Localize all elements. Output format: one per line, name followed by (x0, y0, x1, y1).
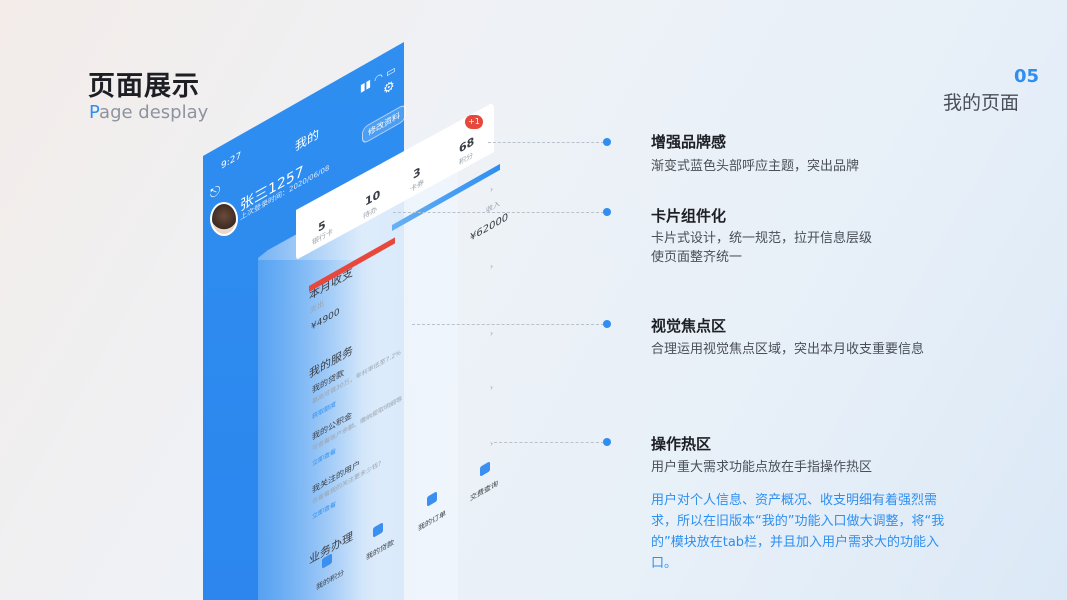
points-badge: +1 (465, 115, 483, 129)
chevron-right-icon[interactable]: › (490, 328, 494, 339)
page-name: 我的页面 (942, 92, 1019, 114)
subtitle-rest: age desplay (99, 102, 209, 123)
page-number: 05 (1013, 66, 1039, 87)
feature-note: 用户对个人信息、资产概况、收支明细有着强烈需求，所以在旧版本“我的”功能入口做大… (651, 493, 945, 571)
feature-desc: 用户重大需求功能点放在手指操作热区 (651, 460, 873, 475)
chevron-right-icon[interactable]: › (490, 261, 494, 272)
leader-line (494, 442, 604, 443)
feature-desc: 合理运用视觉焦点区域，突出本月收支重要信息 (651, 342, 925, 357)
income-value: ¥62000 (470, 211, 509, 244)
income-label: 收入 (486, 199, 500, 215)
chevron-right-icon[interactable]: › (490, 382, 494, 393)
callout-dot (603, 320, 611, 328)
leader-line (488, 142, 604, 143)
feature-title: 增强品牌感 (651, 133, 727, 151)
page-subtitle: Page desplay (89, 102, 208, 123)
feature-title: 操作热区 (651, 435, 712, 453)
leader-line (393, 212, 604, 213)
feature-title: 卡片组件化 (651, 207, 727, 225)
feature-desc: 卡片式设计，统一规范，拉开信息层级 (651, 231, 873, 246)
chevron-right-icon[interactable]: › (490, 184, 494, 195)
feature-desc: 渐变式蓝色头部呼应主题，突出品牌 (651, 159, 860, 174)
content-gradient (258, 260, 378, 600)
page-title: 页面展示 (88, 71, 200, 102)
avatar[interactable] (210, 202, 238, 236)
callout-dot (603, 138, 611, 146)
phone-mockup: 9:27 ▮▮ ◠ ▭ ⚙ 我的 修改资料 ⎋ 张三1257 上次登录时间：20… (203, 42, 509, 600)
leader-line (412, 324, 604, 325)
subtitle-initial: P (89, 102, 100, 123)
business-item[interactable]: 交费查询 (470, 479, 498, 503)
feature-title: 视觉焦点区 (651, 317, 727, 335)
callout-dot (603, 438, 611, 446)
payment-query-icon[interactable] (480, 461, 490, 477)
feature-desc: 使页面整齐统一 (651, 250, 743, 265)
callout-dot (603, 208, 611, 216)
chevron-right-icon[interactable]: › (490, 438, 494, 449)
